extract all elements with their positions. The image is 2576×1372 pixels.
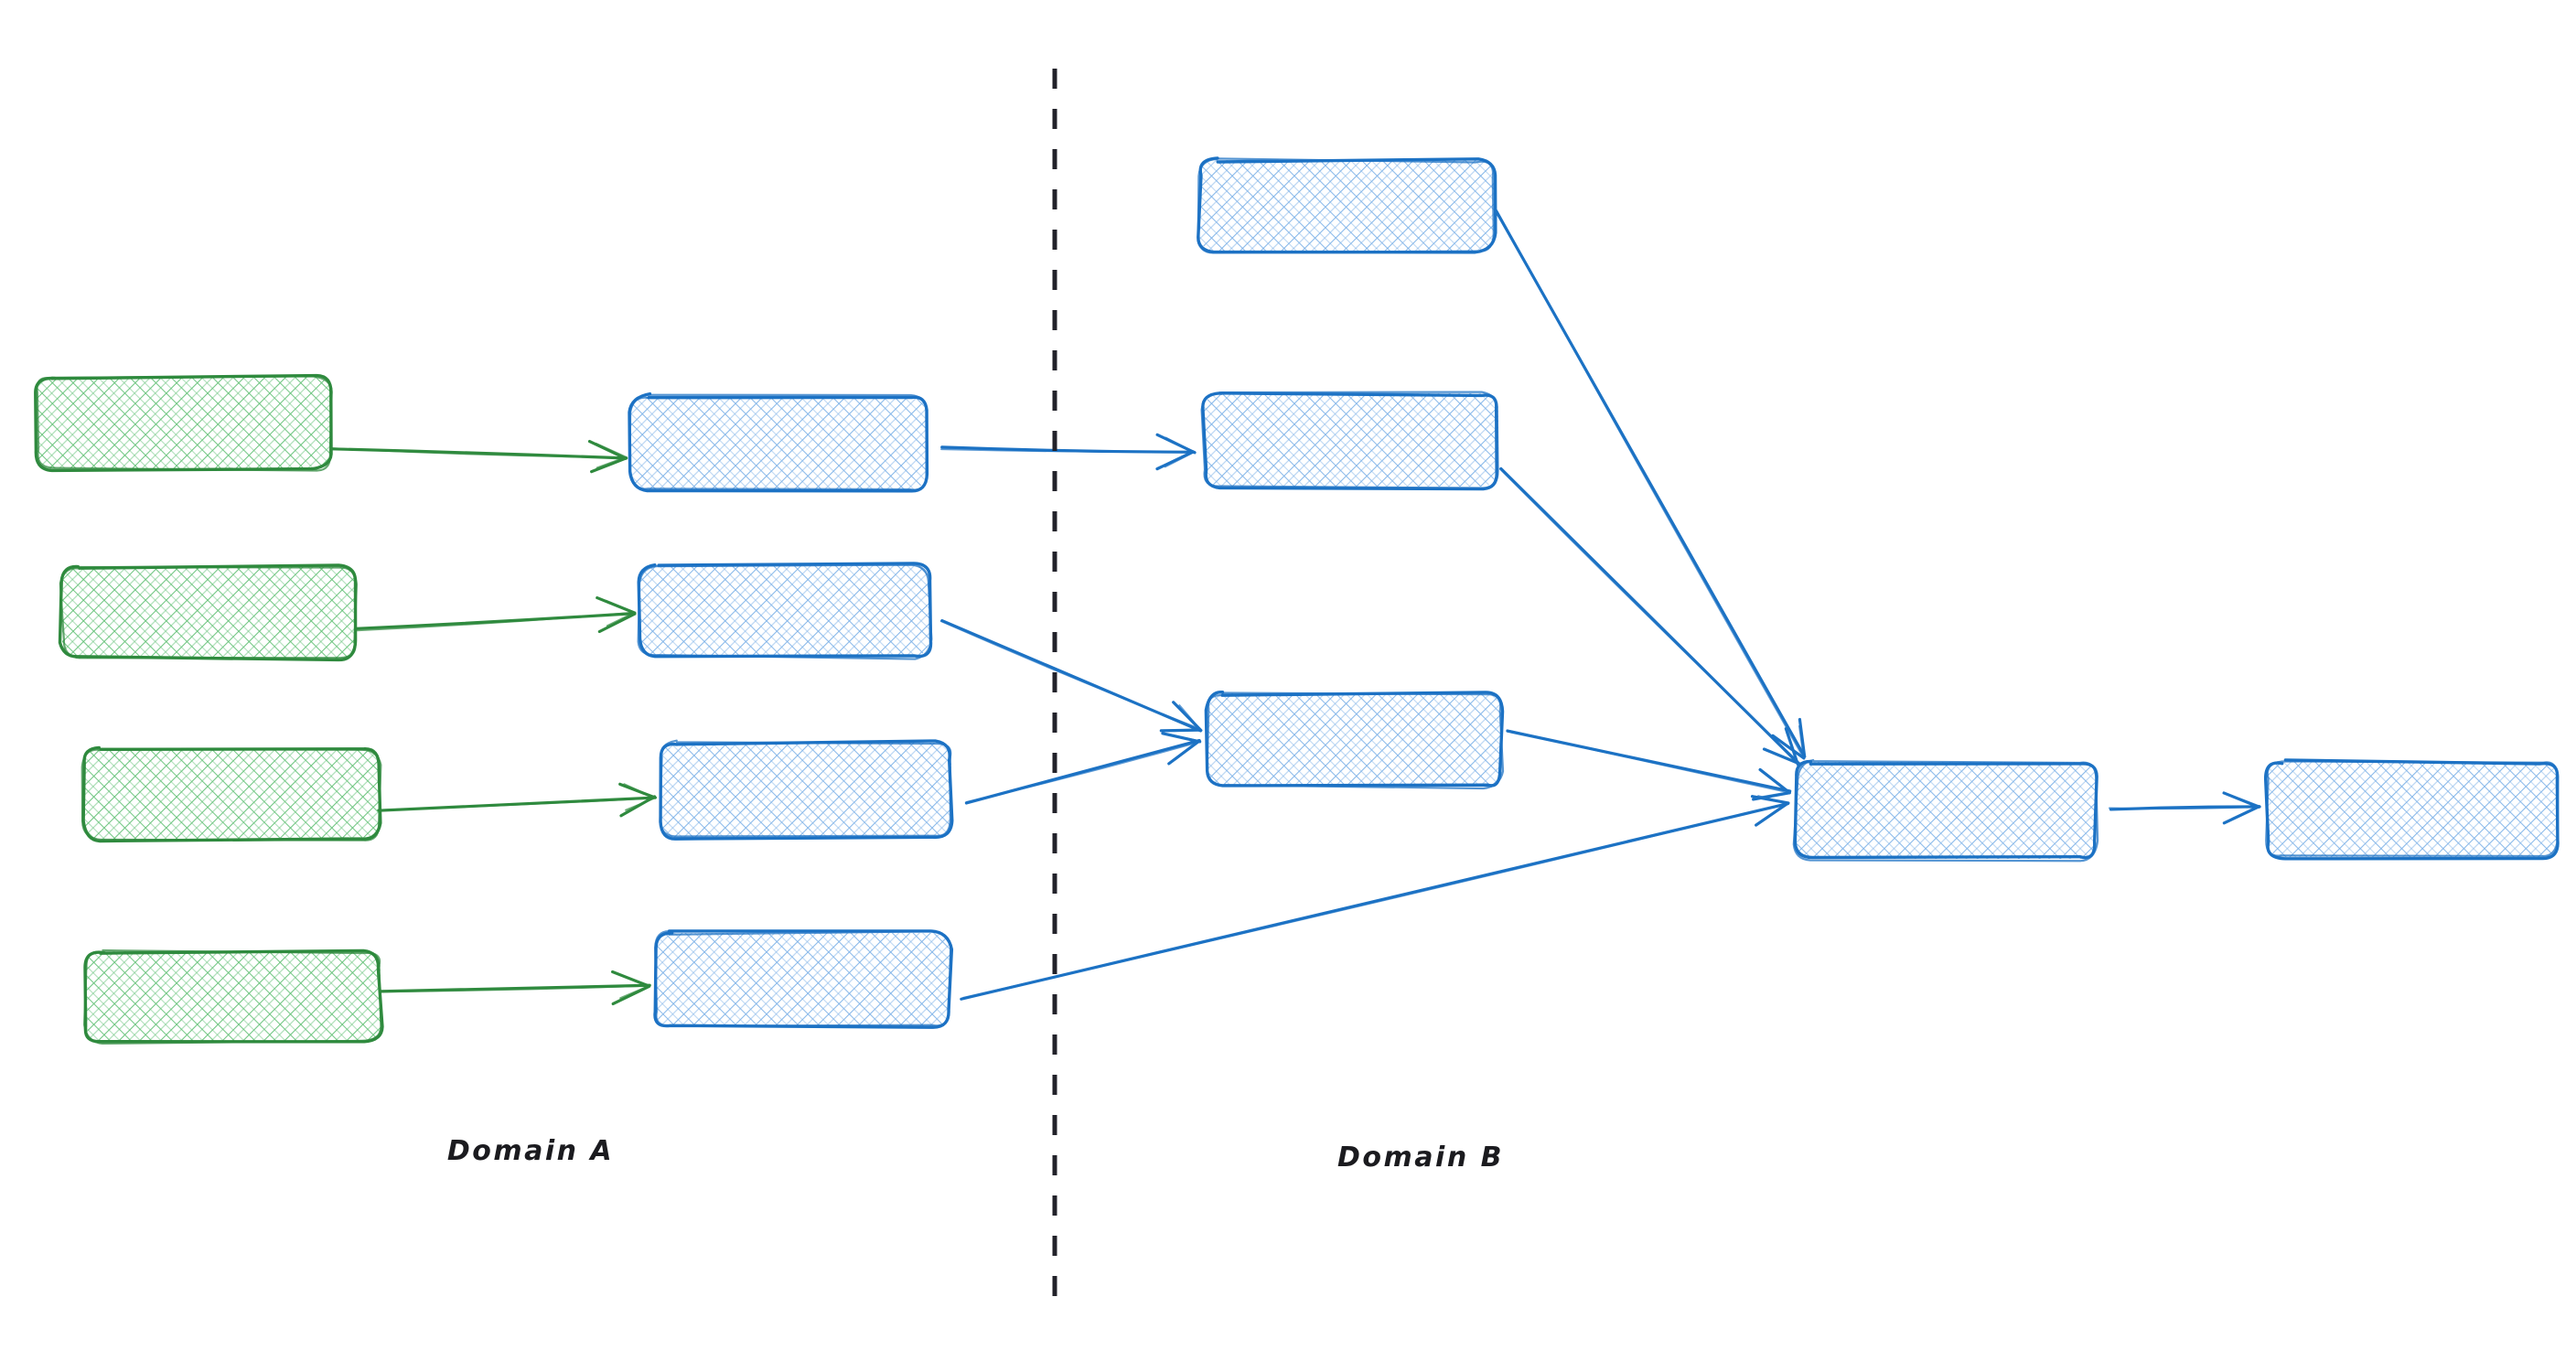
domain-a-stage-node-1[interactable] (628, 391, 929, 493)
node-fill-hatch (1204, 393, 1498, 487)
node-outline (628, 393, 928, 491)
node-outline (1200, 391, 1499, 489)
edge-line (965, 741, 1200, 804)
node-fill-hatch (84, 748, 379, 840)
edge-arrowhead (1769, 750, 1800, 765)
edge-line (381, 984, 651, 993)
edge-line (1506, 729, 1791, 794)
edges-layer (330, 209, 2261, 1006)
edge-line (330, 447, 628, 459)
edge-arrowhead (1760, 803, 1789, 822)
node-fill-hatch (86, 951, 381, 1043)
edge-arrowhead (595, 442, 627, 458)
domain-a-source-node-2[interactable] (58, 563, 358, 662)
edge-line (1498, 467, 1800, 764)
edge-line (377, 797, 657, 811)
domain-a-stage-node-4[interactable] (653, 929, 954, 1029)
edge-b3-to-c3[interactable] (964, 732, 1202, 805)
domain-b-label: Domain B (1337, 1142, 1504, 1174)
edge-arrowhead (1786, 732, 1799, 766)
edge-line (1495, 209, 1804, 758)
edge-c1-to-hub[interactable] (1495, 209, 1807, 760)
node-fill-hatch (37, 377, 331, 468)
edge-arrowhead (590, 456, 628, 474)
edge-arrowhead (596, 456, 627, 469)
node-outline (1197, 157, 1495, 254)
domain-b-stage-node-1[interactable] (1197, 156, 1497, 254)
node-fill-hatch (1796, 762, 2096, 859)
edge-arrowhead (1757, 791, 1790, 799)
domain-a-label: Domain A (447, 1135, 614, 1167)
edge-a1-to-b1[interactable] (330, 439, 628, 474)
node-outline (80, 747, 382, 841)
edge-arrowhead (1169, 734, 1201, 743)
sink-node[interactable] (2263, 758, 2560, 861)
edge-arrowhead (1798, 724, 1805, 758)
edge-line (962, 802, 1789, 999)
node-outline (637, 562, 933, 659)
node-outline (637, 563, 933, 660)
edge-arrowhead (606, 611, 636, 627)
edge-arrowhead (1168, 728, 1201, 732)
node-fill-hatch (640, 565, 929, 657)
edge-a2-to-b2[interactable] (354, 595, 637, 634)
nodes-layer (34, 156, 2560, 1045)
domain-a-source-node-1[interactable] (34, 373, 333, 473)
edge-b1-to-c2[interactable] (940, 433, 1197, 471)
edge-c3-to-hub[interactable] (1506, 729, 1792, 801)
edge-line (2108, 805, 2261, 810)
edge-line (939, 620, 1201, 730)
node-fill-hatch (660, 743, 951, 838)
node-outline (654, 930, 952, 1027)
node-outline (2265, 760, 2560, 858)
edge-arrowhead (1776, 737, 1806, 759)
node-outline (36, 375, 333, 472)
node-fill-hatch (655, 933, 950, 1027)
edge-line (940, 448, 1196, 454)
node-outline (1206, 691, 1505, 790)
edge-arrowhead (1763, 771, 1789, 793)
domain-b-stage-node-3[interactable] (1204, 691, 1505, 790)
edge-arrowhead (619, 984, 650, 1000)
edge-arrowhead (1174, 739, 1201, 761)
edge-a4-to-b4[interactable] (378, 970, 651, 1006)
node-fill-hatch (1199, 160, 1494, 252)
edge-arrowhead (2231, 805, 2260, 820)
domain-a-source-node-3[interactable] (80, 745, 382, 843)
edge-b2-to-c3[interactable] (939, 618, 1203, 733)
edge-hub-to-sink[interactable] (2108, 791, 2261, 825)
edge-arrowhead (1798, 717, 1807, 758)
edge-arrowhead (625, 797, 657, 811)
edge-c2-to-hub[interactable] (1498, 466, 1801, 766)
edge-line (356, 611, 636, 632)
edge-b4-to-hub[interactable] (960, 795, 1790, 1001)
edge-arrowhead (619, 974, 651, 987)
node-fill-hatch (2267, 762, 2558, 857)
domain-b-stage-node-2[interactable] (1200, 391, 1499, 491)
domain-a-source-node-4[interactable] (82, 949, 384, 1045)
edge-arrowhead (1178, 704, 1201, 731)
edge-arrowhead (623, 783, 656, 799)
node-outline (59, 565, 358, 659)
edge-arrowhead (605, 599, 636, 614)
node-outline (82, 949, 382, 1045)
edge-arrowhead (1165, 436, 1195, 453)
node-fill-hatch (631, 396, 926, 490)
node-outline (659, 739, 952, 838)
domain-a-stage-node-2[interactable] (637, 562, 933, 660)
hub-node[interactable] (1792, 758, 2099, 863)
node-outline (1792, 758, 2099, 863)
edge-a3-to-b3[interactable] (377, 782, 657, 818)
edge-arrowhead (597, 612, 637, 634)
edge-arrowhead (2228, 794, 2261, 808)
node-fill-hatch (1208, 693, 1502, 787)
edge-arrowhead (1164, 450, 1196, 468)
domain-a-stage-node-3[interactable] (659, 739, 954, 841)
node-fill-hatch (62, 567, 357, 659)
